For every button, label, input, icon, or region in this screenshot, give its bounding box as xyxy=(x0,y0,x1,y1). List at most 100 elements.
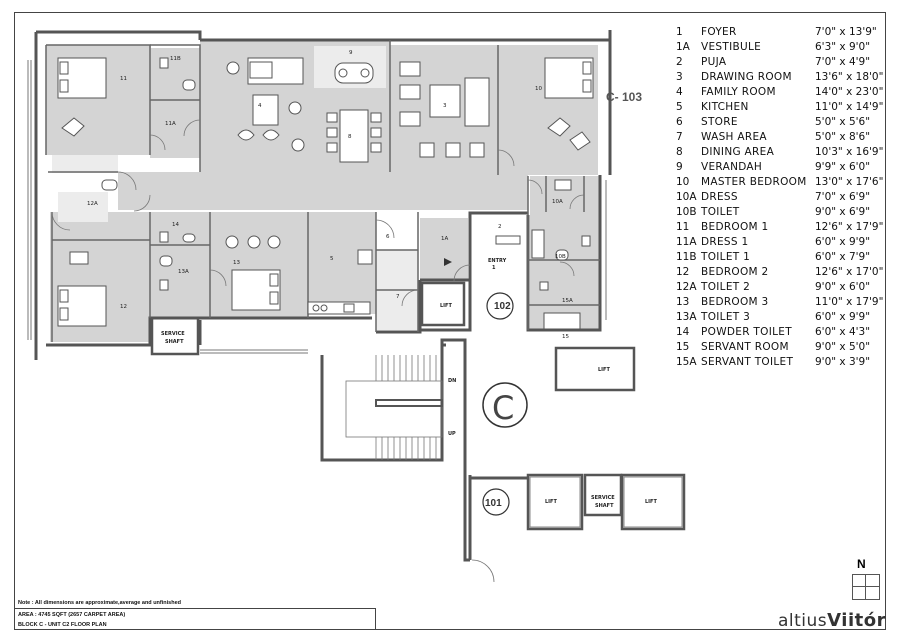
legend-name: BEDROOM 2 xyxy=(701,266,769,278)
compass-label: N xyxy=(857,557,866,571)
legend-dim: 5'0" x 5'6" xyxy=(815,116,871,128)
room-number: 13 xyxy=(233,260,240,266)
room-number: 1A xyxy=(441,236,448,242)
legend-num: 12A xyxy=(676,281,697,293)
legend-dim: 9'0" x 3'9" xyxy=(815,356,871,368)
legend-dim: 6'0" x 9'9" xyxy=(815,236,871,248)
legend-row: 4 FAMILY ROOM 14'0" x 23'0" xyxy=(676,85,896,100)
room-number: 12A xyxy=(87,201,98,207)
room-number: 15 xyxy=(562,334,569,340)
legend-dim: 6'0" x 4'3" xyxy=(815,326,871,338)
core-label: C xyxy=(492,389,514,427)
legend-name: SERVANT TOILET xyxy=(701,356,794,368)
room-number: 11 xyxy=(120,76,127,82)
legend-dim: 7'0" x 4'9" xyxy=(815,56,871,68)
legend-name: SERVANT ROOM xyxy=(701,341,789,353)
legend-row: 5 KITCHEN 11'0" x 14'9" xyxy=(676,100,896,115)
room-number: 10A xyxy=(552,199,563,205)
service-shaft-label: SERVICE xyxy=(591,495,615,501)
room-number: 4 xyxy=(258,103,262,109)
entry-label: ENTRY xyxy=(488,258,507,264)
legend-dim: 6'0" x 7'9" xyxy=(815,251,871,263)
room-number: 7 xyxy=(396,294,400,300)
legend-row: 10A DRESS 7'0" x 6'9" xyxy=(676,190,896,205)
room-number: 2 xyxy=(498,224,502,230)
legend-name: DRESS xyxy=(701,191,738,203)
stair-dn-label: DN xyxy=(448,378,456,384)
window-marks xyxy=(27,60,607,354)
legend-dim: 12'6" x 17'9" xyxy=(815,221,884,233)
legend-dim: 7'0" x 13'9" xyxy=(815,26,877,38)
unit-tag-102-label: 102 xyxy=(494,301,511,312)
legend-num: 8 xyxy=(676,146,683,158)
legend-dim: 9'0" x 6'9" xyxy=(815,206,871,218)
legend-name: FOYER xyxy=(701,26,737,38)
legend-num: 9 xyxy=(676,161,683,173)
legend-name: WASH AREA xyxy=(701,131,767,143)
brand-logo: altiusViitór xyxy=(778,610,886,631)
legend-row: 11A DRESS 1 6'0" x 9'9" xyxy=(676,235,896,250)
walls xyxy=(34,30,612,360)
legend-num: 13 xyxy=(676,296,690,308)
stair-up-label: UP xyxy=(448,431,456,437)
footer-divider xyxy=(15,608,375,609)
legend-num: 3 xyxy=(676,71,683,83)
legend-num: 4 xyxy=(676,86,683,98)
room-number: 14 xyxy=(172,222,179,228)
legend-name: DINING AREA xyxy=(701,146,775,158)
room-number: 10B xyxy=(555,254,566,260)
brand-name: Viitór xyxy=(827,610,886,631)
room-number: 8 xyxy=(348,134,352,140)
legend-name: TOILET xyxy=(701,206,740,218)
room-number: 9 xyxy=(349,50,353,56)
legend-name: FAMILY ROOM xyxy=(701,86,776,98)
north-compass-icon: N xyxy=(852,557,880,600)
legend-num: 2 xyxy=(676,56,683,68)
legend-num: 15A xyxy=(676,356,697,368)
legend-name: DRESS 1 xyxy=(701,236,749,248)
footer-block: BLOCK C - UNIT C2 FLOOR PLAN xyxy=(18,622,107,628)
entry-arrow-icon xyxy=(444,258,452,266)
legend-name: BEDROOM 3 xyxy=(701,296,769,308)
unit-label: C- 103 xyxy=(606,90,642,104)
legend-dim: 11'0" x 14'9" xyxy=(815,101,884,113)
legend-dim: 6'0" x 9'9" xyxy=(815,311,871,323)
legend-name: BEDROOM 1 xyxy=(701,221,769,233)
unit-tag-101 xyxy=(482,488,510,516)
legend-num: 11B xyxy=(676,251,697,263)
legend-num: 14 xyxy=(676,326,690,338)
room-number: 13A xyxy=(178,269,189,275)
legend-name: KITCHEN xyxy=(701,101,749,113)
legend-num: 10A xyxy=(676,191,697,203)
legend-name: STORE xyxy=(701,116,738,128)
legend-dim: 7'0" x 6'9" xyxy=(815,191,871,203)
legend-dim: 10'3" x 16'9" xyxy=(815,146,884,158)
legend-num: 10B xyxy=(676,206,697,218)
core-circle xyxy=(482,382,528,428)
room-number: 10 xyxy=(535,86,542,92)
legend-num: 6 xyxy=(676,116,683,128)
compass-grid xyxy=(852,574,880,600)
service-shaft-label: SERVICE xyxy=(161,331,185,337)
room-number: 15A xyxy=(562,298,573,304)
unit-tag-101-label: 101 xyxy=(485,498,502,509)
legend-num: 5 xyxy=(676,101,683,113)
fixtures xyxy=(101,57,591,330)
legend-dim: 14'0" x 23'0" xyxy=(815,86,884,98)
legend-name: DRAWING ROOM xyxy=(701,71,792,83)
legend-row: 10B TOILET 9'0" x 6'9" xyxy=(676,205,896,220)
service-boxes xyxy=(150,281,686,531)
legend-dim: 12'6" x 17'0" xyxy=(815,266,884,278)
legend-num: 11A xyxy=(676,236,697,248)
